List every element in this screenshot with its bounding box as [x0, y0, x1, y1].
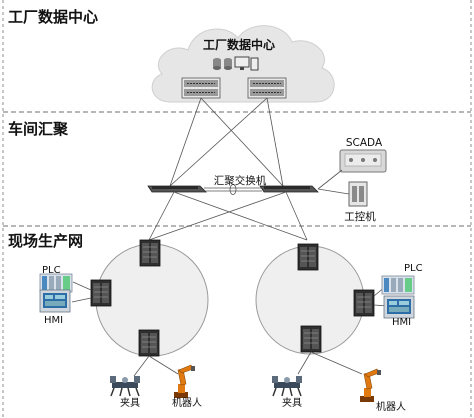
- monitor-icon: [234, 56, 259, 71]
- cloud-label: 工厂数据中心: [203, 37, 275, 52]
- left-fixture-icon: [109, 375, 141, 397]
- ring-left-device-links: [71, 281, 179, 377]
- ring-right-switch-top: [297, 243, 319, 271]
- left-hmi-icon: [39, 289, 71, 313]
- scada-label: SCADA: [346, 137, 383, 149]
- database-icon: [213, 58, 232, 70]
- left-robot-label: 机器人: [172, 396, 202, 409]
- ring-right-switch-bottom: [300, 325, 322, 353]
- section-title-workshop: 车间汇聚: [8, 120, 69, 138]
- right-robot-label: 机器人: [376, 400, 406, 413]
- right-plc-icon: [381, 275, 415, 295]
- rack-server-left-icon: [181, 77, 221, 99]
- scada-terminal-icon: [339, 149, 387, 173]
- aggregation-switch-right: [259, 185, 319, 193]
- ring-left-switch-left: [90, 279, 112, 307]
- rack-server-right-icon: [247, 77, 287, 99]
- section-title-factory-dc: 工厂数据中心: [8, 8, 98, 26]
- stack-links: [204, 184, 262, 195]
- ring-left-switch-bottom: [138, 329, 160, 357]
- ring-left-switch-top: [139, 239, 161, 267]
- ipc-label: 工控机: [344, 210, 376, 223]
- right-hmi-icon: [383, 295, 415, 319]
- left-fixture-label: 夹具: [120, 396, 140, 409]
- right-plc-label: PLC: [404, 263, 423, 274]
- left-robot-icon: [173, 364, 196, 399]
- left-plc-icon: [39, 273, 73, 293]
- right-robot-icon: [359, 368, 382, 403]
- aggregation-switch-label: 汇聚交换机: [214, 174, 267, 187]
- uplink-lines: [169, 97, 284, 187]
- right-fixture-icon: [271, 375, 303, 397]
- aggregation-switch-left: [147, 185, 207, 193]
- right-fixture-label: 夹具: [282, 396, 302, 409]
- left-hmi-label: HMI: [44, 315, 63, 326]
- ring-right-switch-right: [353, 289, 375, 317]
- right-hmi-label: HMI: [392, 317, 411, 328]
- industrial-pc-icon: [348, 181, 368, 207]
- scada-ipc-links: [317, 169, 350, 195]
- left-plc-label: PLC: [42, 265, 61, 276]
- downlink-lines: [148, 191, 308, 241]
- section-title-field-net: 现场生产网: [8, 232, 83, 250]
